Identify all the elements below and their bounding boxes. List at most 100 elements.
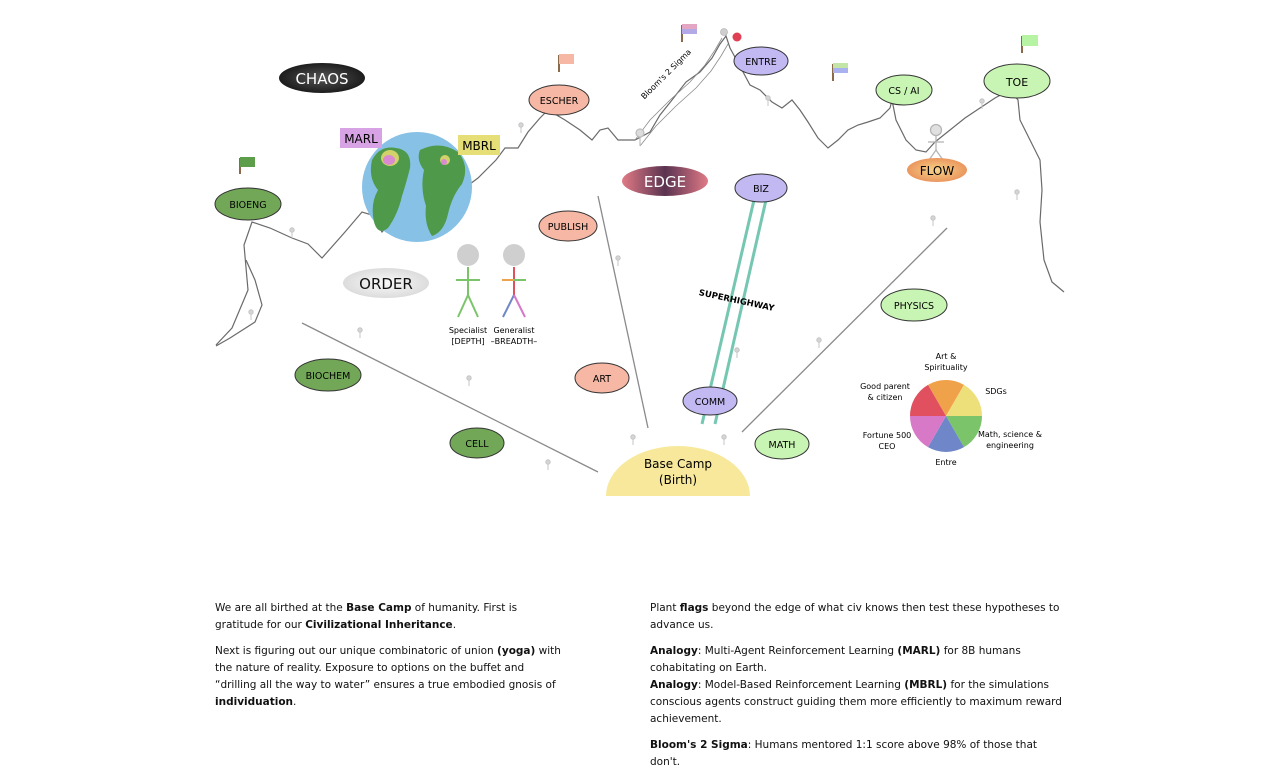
wheel-label-sdgs: SDGs [985, 387, 1007, 396]
wheel-label-ceo-2: CEO [879, 442, 896, 451]
cell-label: CELL [465, 439, 489, 450]
superhighway-label: SUPERHIGHWAY [698, 288, 776, 314]
biz-node: BIZ [734, 173, 788, 203]
blooms-path-trail [634, 37, 729, 147]
bioeng-node: BIOENG [214, 187, 282, 221]
bioeng-label: BIOENG [229, 200, 266, 211]
specialist-figure-icon [456, 244, 480, 318]
biochem-divider [301, 322, 599, 473]
climber-icon [545, 459, 551, 470]
biz-label: BIZ [753, 184, 769, 195]
chaos-label: CHAOS [295, 70, 348, 88]
right-caption: Plant flags beyond the edge of what civ … [650, 600, 1070, 780]
marl-label: MARL [344, 132, 378, 146]
wheel-segment [910, 384, 946, 416]
wheel-label-art-2: Spirituality [924, 363, 968, 372]
caption-paragraph: Bloom's 2 Sigma: Humans mentored 1:1 sco… [650, 739, 1037, 768]
climber-icon [721, 434, 727, 445]
summit-climber-icon [720, 28, 728, 36]
flag-icon-bioeng [239, 157, 255, 174]
climber-icon [630, 434, 636, 445]
caption-paragraph: We are all birthed at the Base Camp of h… [215, 602, 518, 631]
climber-icon [518, 122, 524, 133]
generalist-figure-icon [502, 244, 526, 318]
caption-paragraph: Analogy: Multi-Agent Reinforcement Learn… [650, 645, 1021, 674]
physics-node: PHYSICS [880, 288, 948, 322]
caption-paragraph: Next is figuring out our unique combinat… [215, 645, 561, 708]
climber-icon [734, 347, 740, 358]
climber-icon [466, 375, 472, 386]
climber-icon [615, 255, 621, 266]
flow-node: FLOW [907, 158, 967, 182]
superhighway-line-2 [713, 199, 768, 425]
cs-ai-label: CS / AI [888, 86, 919, 97]
life-balance-wheel [910, 380, 982, 453]
flag-icon-toe [1021, 35, 1038, 53]
blooms-climber-icon [635, 128, 645, 146]
wheel-label-math-2: engineering [986, 441, 1034, 450]
wheel-segment [928, 416, 964, 453]
wheel-segment [910, 416, 946, 448]
generalist-label: Generalist [493, 326, 534, 335]
math-node: MATH [754, 428, 810, 460]
chaos-node [279, 63, 365, 93]
publish-divider [597, 195, 649, 429]
wheel-labels: Art & Spirituality SDGs Math, science & … [860, 352, 1042, 467]
flag-icon-escher [558, 54, 574, 72]
climber-icon [930, 215, 936, 226]
mbrl-tag [458, 135, 500, 155]
marl-tag [340, 128, 382, 148]
escher-label: ESCHER [540, 96, 579, 107]
generalist-sublabel: –BREADTH– [491, 337, 538, 346]
climber-icon [816, 337, 822, 348]
flow-climber-icon [928, 123, 944, 161]
entre-label: ENTRE [745, 57, 777, 68]
climber-icon [248, 309, 254, 320]
flow-label: FLOW [920, 164, 955, 178]
climber-icon [357, 327, 363, 338]
biochem-label: BIOCHEM [306, 371, 351, 382]
left-cliff [215, 259, 263, 347]
blooms-path-label: Bloom's 2 Sigma [639, 47, 693, 101]
wheel-segment [928, 380, 964, 416]
flag-icon-entre [832, 63, 848, 81]
mountain-diagram: Base Camp (Birth) [214, 24, 1065, 496]
earth-globe-icon [362, 132, 472, 242]
toe-node: TOE [983, 63, 1051, 99]
physics-divider [741, 227, 948, 433]
comm-node: COMM [682, 386, 738, 416]
flag-icon-blooms [681, 24, 697, 42]
art-node: ART [574, 362, 630, 394]
caption-paragraph: Plant flags beyond the edge of what civ … [650, 602, 1060, 631]
base-camp-label: Base Camp [644, 457, 712, 471]
wheel-segment [946, 384, 982, 416]
cell-node: CELL [449, 427, 505, 459]
climber-icon [289, 227, 295, 238]
climber-icon [979, 98, 985, 109]
wheel-segment [946, 416, 982, 448]
left-caption: We are all birthed at the Base Camp of h… [215, 600, 565, 720]
biochem-node: BIOCHEM [294, 358, 362, 392]
edge-label: EDGE [644, 173, 686, 191]
math-label: MATH [769, 440, 796, 451]
caption-paragraph: Analogy: Model-Based Reinforcement Learn… [650, 679, 1062, 725]
physics-label: PHYSICS [894, 301, 934, 312]
publish-node: PUBLISH [538, 210, 598, 242]
specialist-label: Specialist [449, 326, 487, 335]
summit-marker-icon [732, 32, 742, 42]
order-node [343, 268, 429, 298]
entre-node: ENTRE [733, 46, 789, 76]
climber-icon [765, 95, 771, 106]
base-camp [606, 446, 750, 496]
wheel-label-ceo: Fortune 500 [863, 431, 912, 440]
escher-node: ESCHER [528, 84, 590, 116]
specialist-sublabel: [DEPTH] [451, 337, 484, 346]
comm-label: COMM [695, 397, 726, 408]
base-camp-sublabel: (Birth) [659, 473, 697, 487]
order-label: ORDER [359, 275, 413, 293]
wheel-label-parent: Good parent [860, 382, 910, 391]
wheel-label-art: Art & [936, 352, 957, 361]
art-label: ART [593, 374, 611, 385]
wheel-label-parent-2: & citizen [868, 393, 903, 402]
edge-node [622, 166, 708, 196]
